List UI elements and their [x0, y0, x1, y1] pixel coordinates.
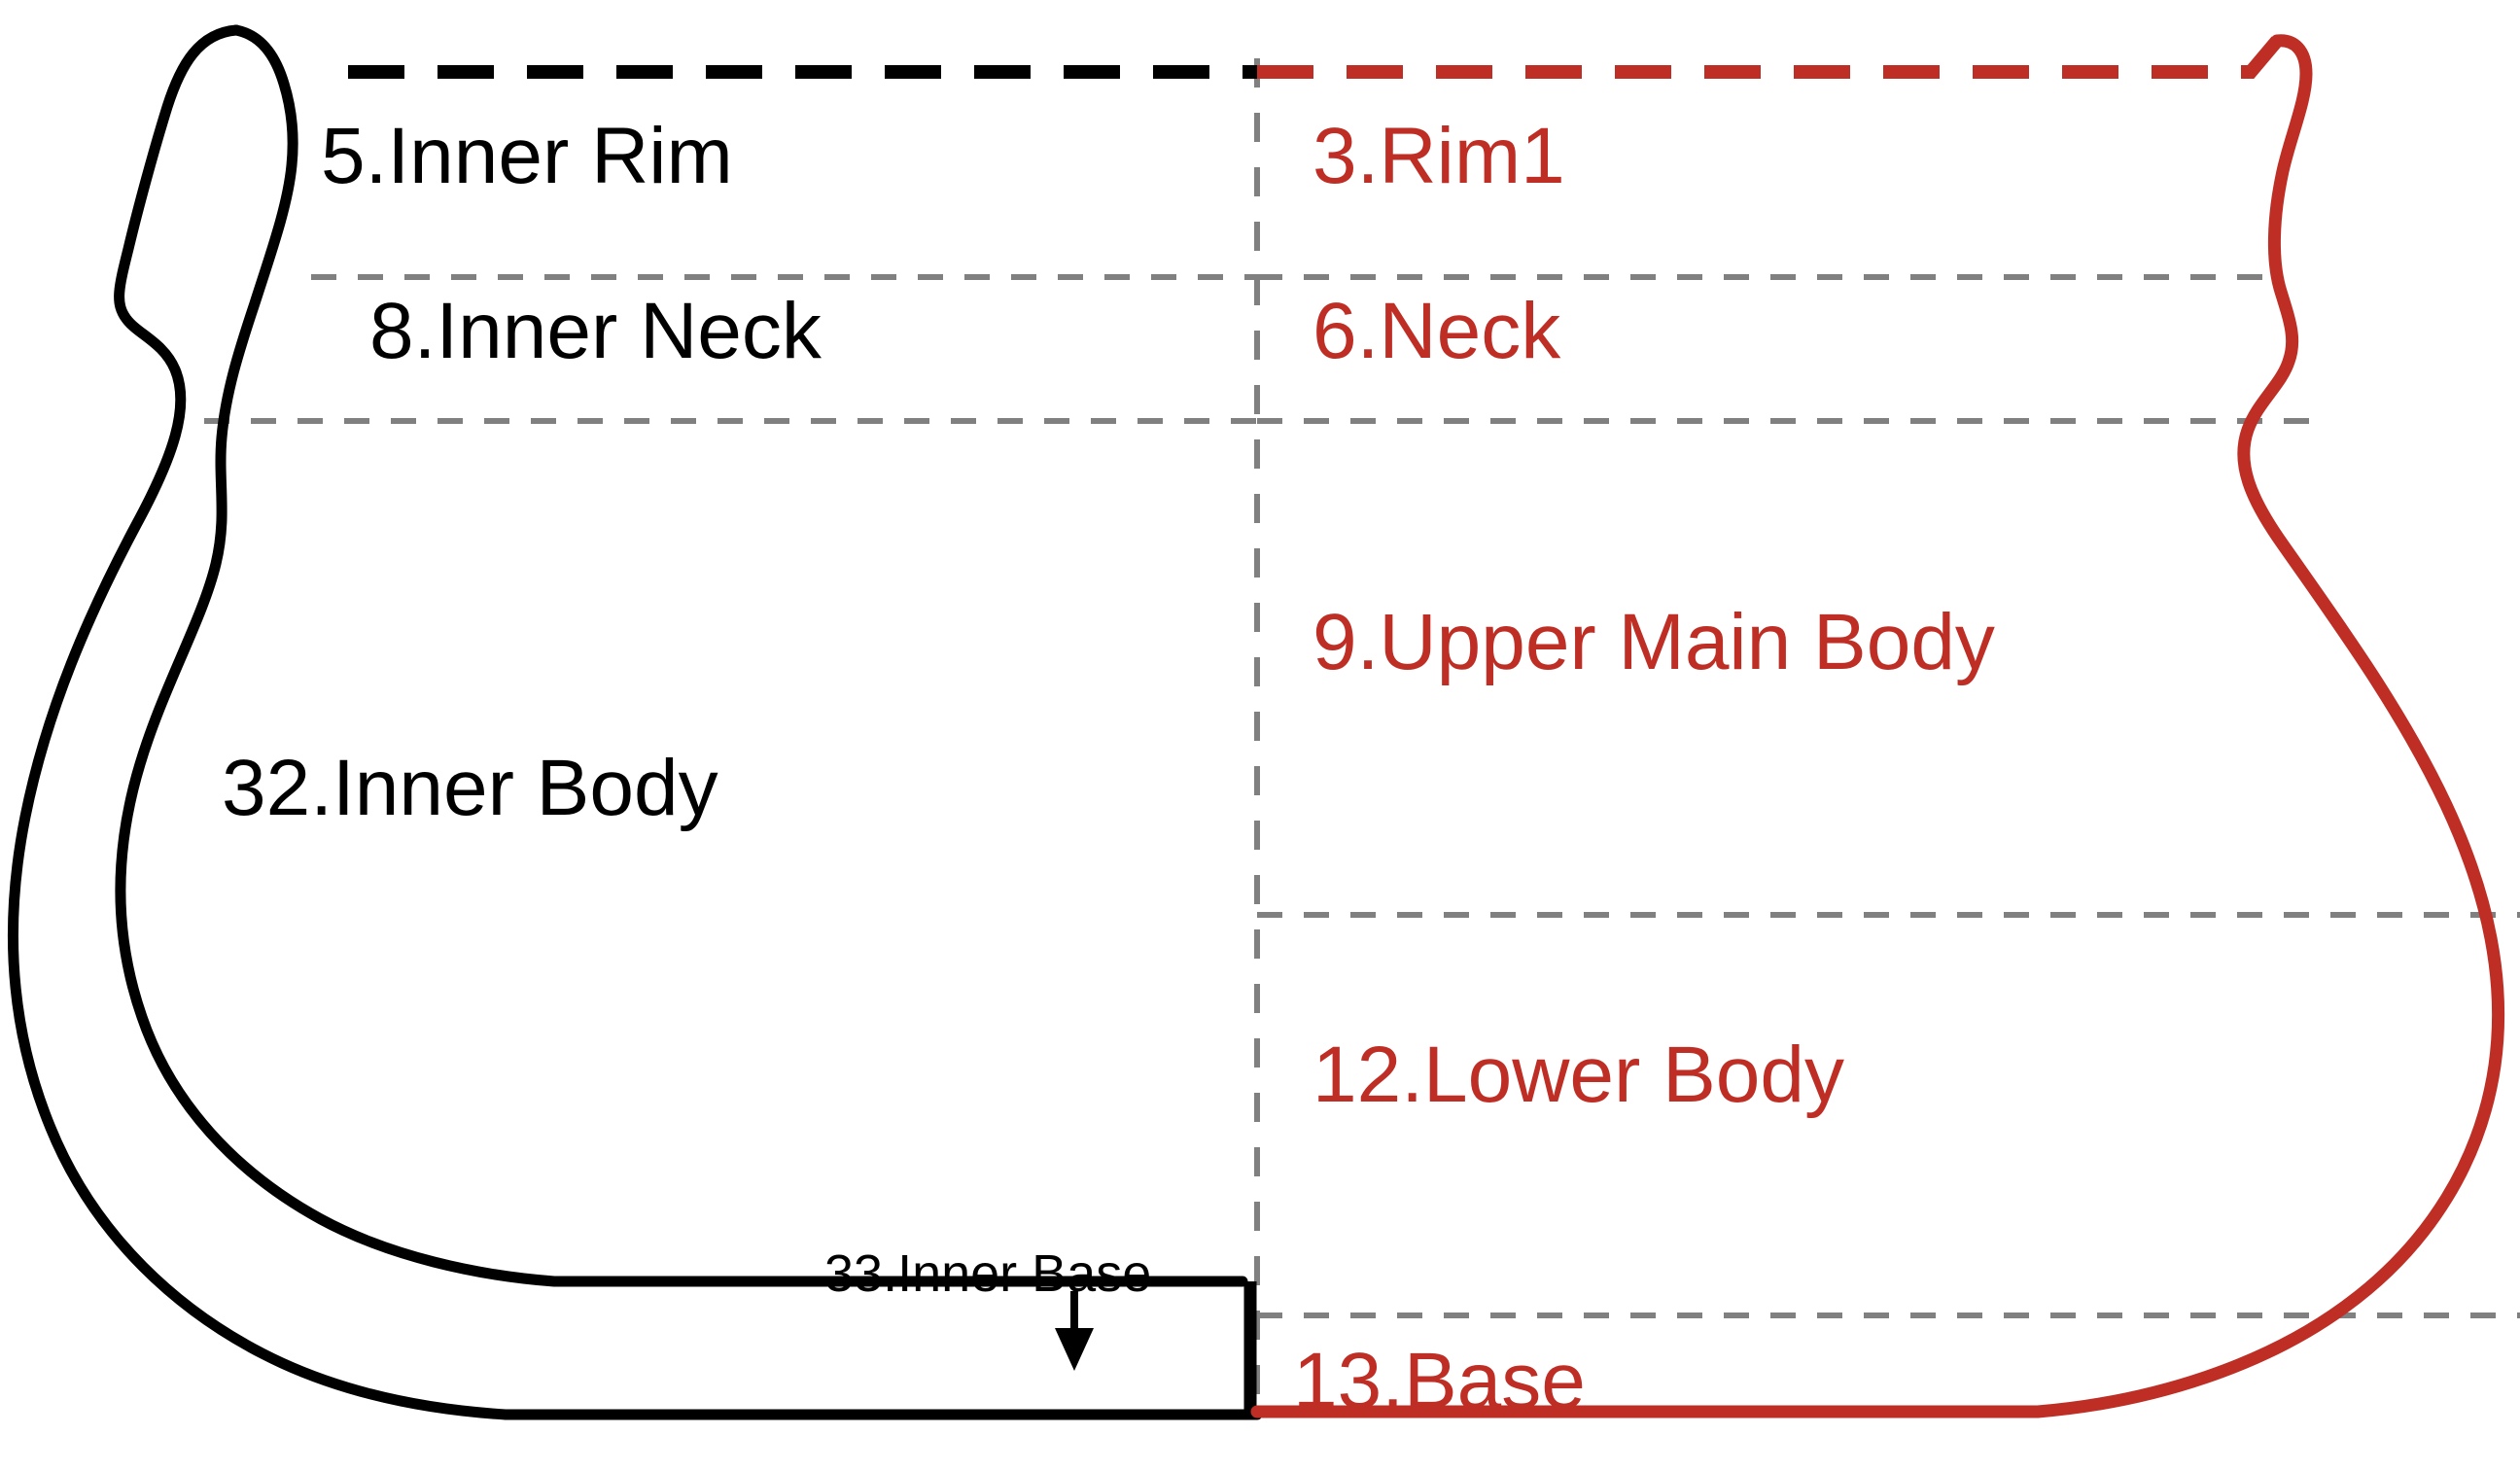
zone-label-base: 13.Base: [1293, 1337, 1586, 1425]
zone-label-upper-main-body: 9.Upper Main Body: [1312, 598, 1995, 686]
arrow-head: [1055, 1328, 1094, 1371]
inner-profile-inner-wall: [115, 24, 1248, 1287]
zone-label-lower-body: 12.Lower Body: [1312, 1031, 1845, 1119]
rim-top-line-outer: [1257, 36, 2283, 79]
zone-label-inner-base: 33.Inner Base: [824, 1244, 1152, 1303]
zone-label-inner-body: 32.Inner Body: [222, 744, 718, 832]
zone-label-rim1: 3.Rim1: [1312, 112, 1565, 200]
inner-profile-outer-wall: [7, 24, 1263, 1420]
zone-label-neck: 6.Neck: [1312, 287, 1561, 375]
outer-profile-wall: [1250, 34, 2505, 1418]
zone-label-inner-rim: 5.Inner Rim: [321, 112, 733, 200]
zone-divider-group: [204, 274, 2520, 1318]
zone-label-inner-neck: 8.Inner Neck: [369, 287, 822, 375]
down-arrow-icon: [1055, 1291, 1094, 1371]
